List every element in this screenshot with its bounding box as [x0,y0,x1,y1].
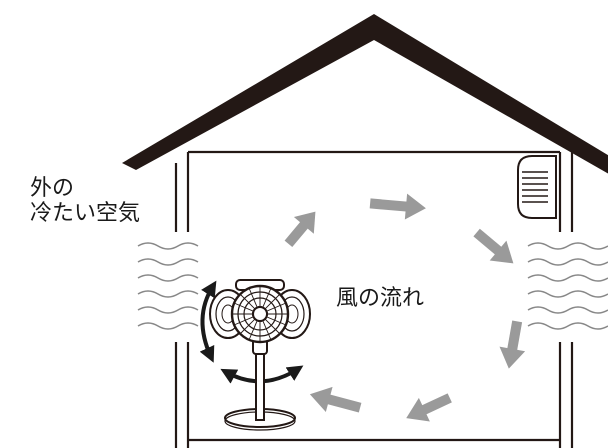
airflow-arrows [284,193,526,422]
outside-cold-air-label: 外の 冷たい空気 [30,176,140,227]
airflow-arrow-top-right [473,228,514,264]
airflow-arrow-bottom-right [406,393,452,422]
outside-air-wave-right [527,242,608,330]
air-conditioner-icon [517,155,557,219]
fan-pole [255,349,265,421]
wind-flow-label: 風の流れ [336,286,425,311]
vertical-rotation-arrow [199,280,217,363]
outside-cold-air-label-line2: 冷たい空気 [30,201,141,227]
outside-air-wave-left [137,242,199,330]
airflow-arrow-right [499,320,526,369]
airflow-arrow-top [369,193,426,220]
airflow-arrow-top-left [284,211,316,248]
outside-cold-air-label-line1: 外の [30,176,75,201]
airflow-arrow-bottom-left [309,386,362,413]
roof [122,14,608,174]
circulator-fan-icon [209,279,311,431]
